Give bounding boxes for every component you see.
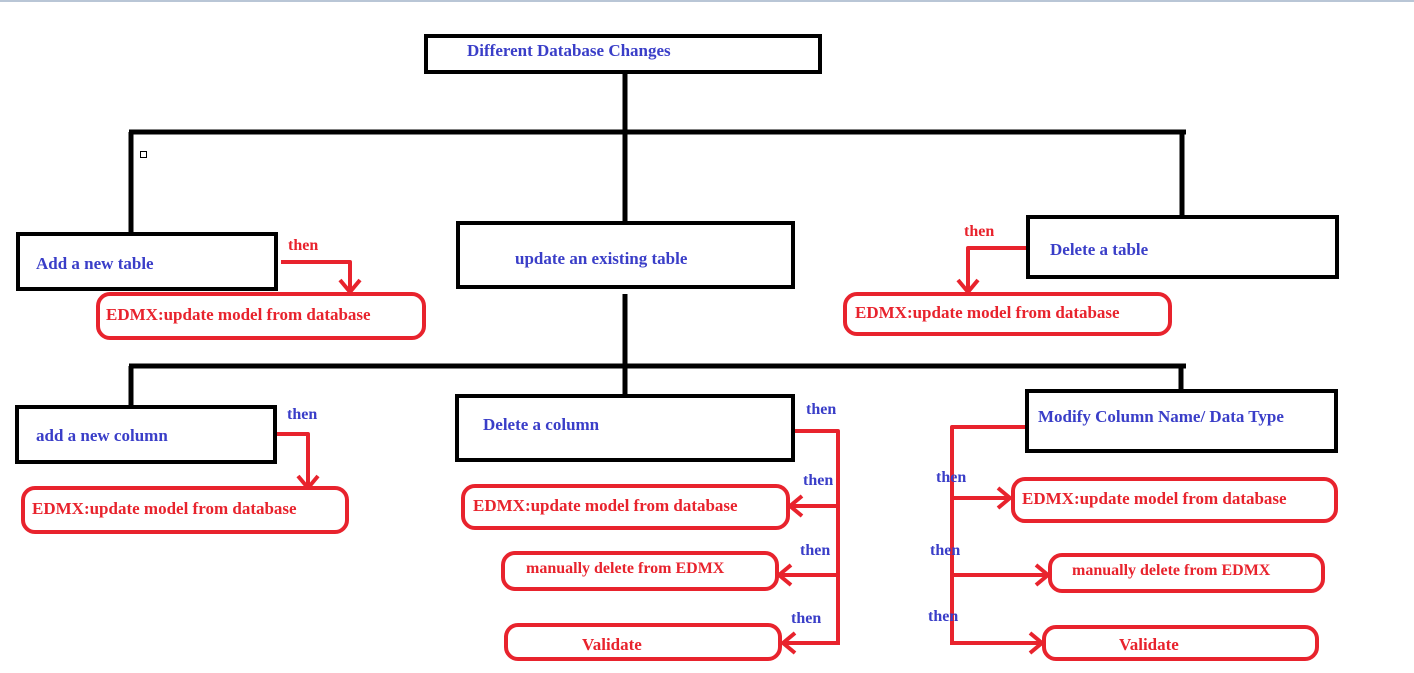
selection-handle (140, 151, 147, 158)
add-table-then: then (288, 237, 319, 254)
delete-table-label: Delete a table (1050, 240, 1149, 259)
delete-column-step-2-box (501, 551, 779, 591)
delete-column-then-2: then (803, 472, 834, 489)
delete-column-step-1: EDMX:update model from database (473, 496, 738, 515)
delete-table-result: EDMX:update model from database (855, 303, 1120, 322)
modify-column-then-3: then (928, 608, 959, 625)
modify-column-then-1: then (936, 469, 967, 486)
arrow-delete-table (966, 246, 1026, 290)
arrow-add-table (281, 260, 352, 290)
arrowhead-delete-column-step-1 (788, 494, 804, 518)
delete-column-box (455, 394, 795, 462)
delete-table-result-box (843, 292, 1172, 336)
arrow-add-column (276, 432, 310, 486)
update-table-box (456, 221, 795, 289)
modify-column-step-2-box (1048, 553, 1325, 593)
delete-column-step-1-box (461, 484, 790, 530)
window-top-border (0, 0, 1414, 2)
arrowhead-modify-column-step-1 (996, 486, 1012, 510)
delete-column-then-4: then (791, 610, 822, 627)
delete-column-step-3: Validate (582, 635, 642, 654)
delete-column-step-3-box (504, 623, 782, 661)
modify-column-step-3-box (1042, 625, 1319, 661)
delete-table-then: then (964, 223, 995, 240)
add-table-result: EDMX:update model from database (106, 305, 371, 324)
arrowhead-delete-column-step-3 (781, 631, 797, 655)
modify-column-step-1-box (1011, 477, 1338, 523)
root-label: Different Database Changes (467, 41, 671, 60)
add-column-then: then (287, 406, 318, 423)
arrow-modify-column-main (950, 425, 1027, 645)
add-column-result: EDMX:update model from database (32, 499, 297, 518)
delete-column-then-1: then (806, 401, 837, 418)
add-table-result-box (96, 292, 426, 340)
add-column-result-box (21, 486, 349, 534)
modify-column-step-1: EDMX:update model from database (1022, 489, 1287, 508)
add-table-label: Add a new table (36, 254, 154, 273)
add-column-label: add a new column (36, 426, 168, 445)
root-box (424, 34, 822, 74)
delete-column-step-2: manually delete from EDMX (526, 560, 725, 577)
delete-column-then-3: then (800, 542, 831, 559)
update-table-label: update an existing table (515, 249, 688, 268)
delete-column-label: Delete a column (483, 415, 600, 434)
modify-column-step-3: Validate (1119, 635, 1179, 654)
arrowhead-delete-column-step-2 (777, 563, 793, 587)
add-table-box (16, 232, 278, 291)
modify-column-step-2: manually delete from EDMX (1072, 562, 1271, 579)
modify-column-label: Modify Column Name/ Data Type (1038, 407, 1284, 426)
black-tree-lines (128, 72, 1186, 406)
delete-table-box (1026, 215, 1339, 279)
add-column-box (15, 405, 277, 464)
modify-column-box (1025, 389, 1338, 453)
modify-column-then-2: then (930, 542, 961, 559)
